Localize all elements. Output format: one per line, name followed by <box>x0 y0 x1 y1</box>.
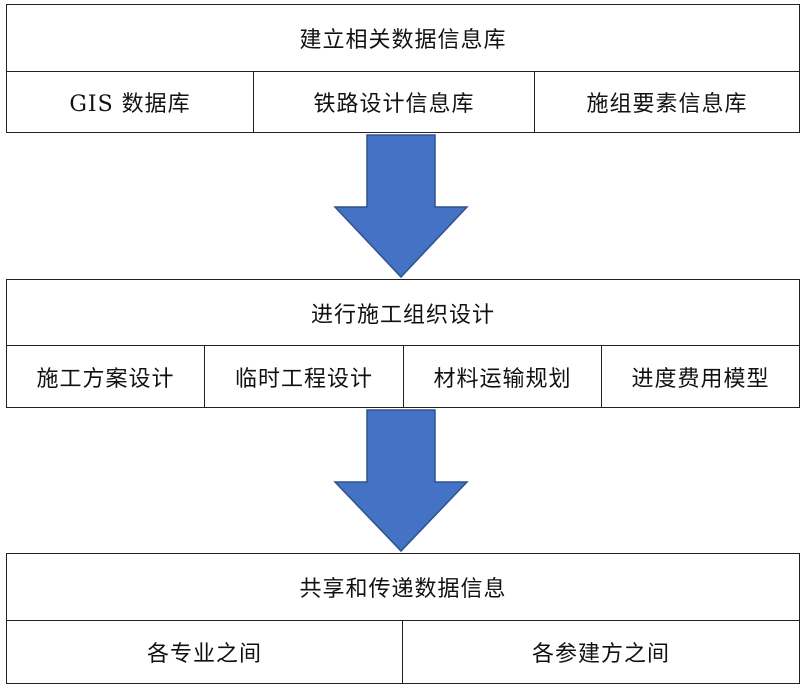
down-arrow-icon <box>333 133 469 279</box>
railway-design-database-cell: 铁路设计信息库 <box>254 72 535 132</box>
construction-design-block-items: 施工方案设计 临时工程设计 材料运输规划 进度费用模型 <box>7 346 799 407</box>
data-sharing-block-items: 各专业之间 各参建方之间 <box>7 621 799 683</box>
data-sharing-block: 共享和传递数据信息 各专业之间 各参建方之间 <box>6 553 800 684</box>
database-block: 建立相关数据信息库 GIS 数据库 铁路设计信息库 施组要素信息库 <box>6 4 800 133</box>
data-sharing-block-title: 共享和传递数据信息 <box>7 554 799 621</box>
between-disciplines-cell: 各专业之间 <box>7 621 403 683</box>
construction-plan-cell: 施工方案设计 <box>7 346 205 407</box>
temporary-works-cell: 临时工程设计 <box>205 346 404 407</box>
construction-design-block: 进行施工组织设计 施工方案设计 临时工程设计 材料运输规划 进度费用模型 <box>6 279 800 408</box>
schedule-cost-model-cell: 进度费用模型 <box>631 366 770 392</box>
construction-elements-database-cell: 施组要素信息库 <box>586 92 748 117</box>
material-transport-cell: 材料运输规划 <box>404 346 602 407</box>
gis-database-cell: GIS 数据库 <box>7 72 254 132</box>
database-block-items: GIS 数据库 铁路设计信息库 施组要素信息库 <box>7 72 799 132</box>
between-participants-cell: 各参建方之间 <box>531 642 670 667</box>
down-arrow-icon <box>333 408 469 553</box>
construction-design-block-title: 进行施工组织设计 <box>7 280 799 346</box>
database-block-title: 建立相关数据信息库 <box>7 5 799 72</box>
